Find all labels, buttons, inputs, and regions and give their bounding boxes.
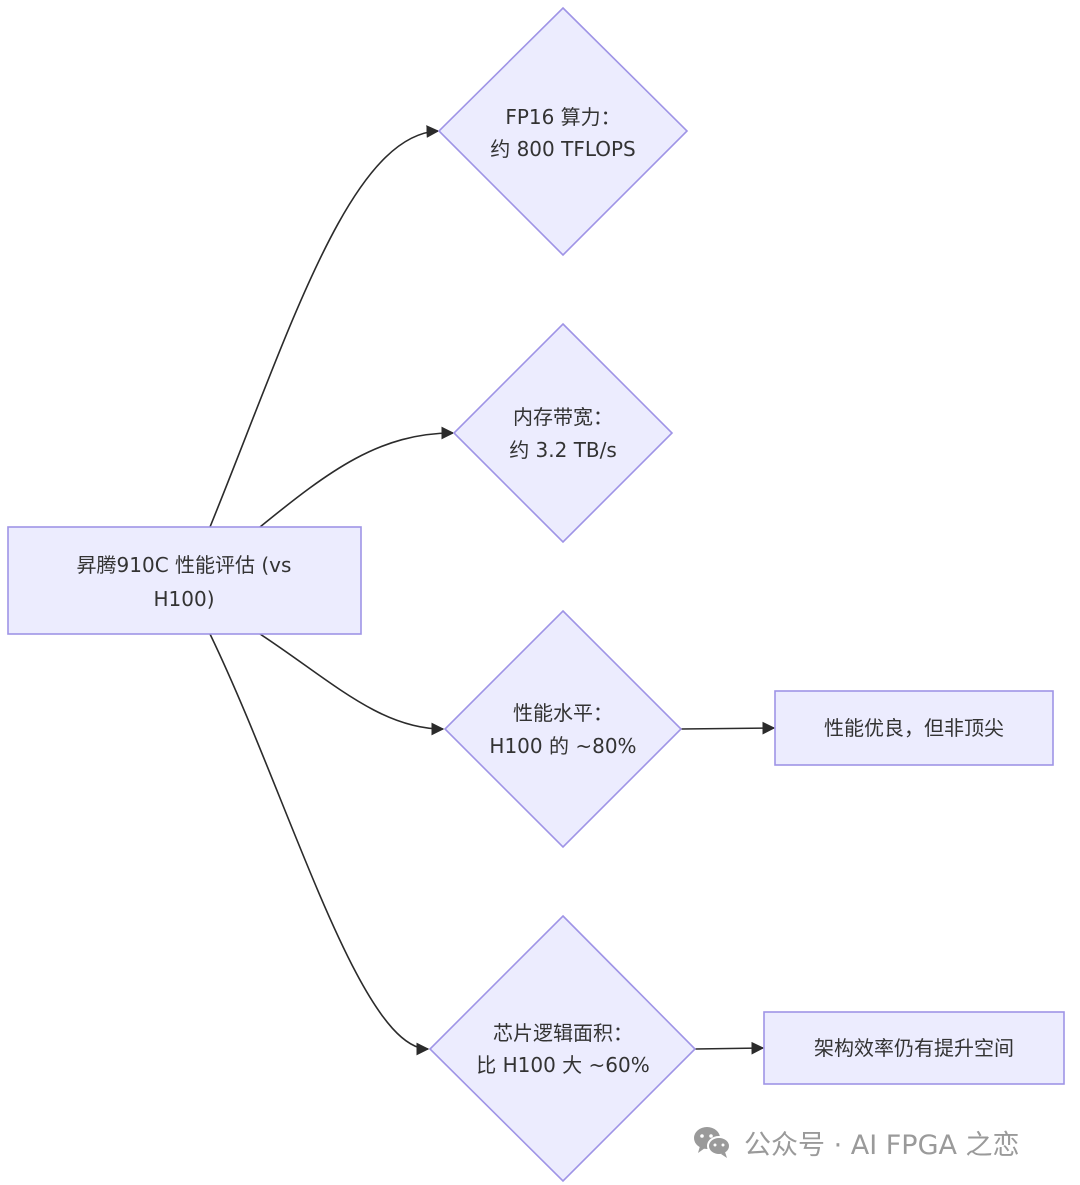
performance-level-node-line-2: H100 的 ~80% (489, 734, 636, 758)
edge-root-to-fp16 (209, 125, 440, 528)
watermark-text: 公众号 · AI FPGA 之恋 (744, 1129, 1020, 1161)
memory-bandwidth-decision-node: 内存带宽： 约 3.2 TB/s (452, 322, 674, 544)
edge-root-to-memory (259, 426, 455, 528)
root-node-line-2: H100) (153, 587, 214, 611)
root-node: 昇腾910C 性能评估 (vs H100) (7, 526, 362, 635)
memory-bandwidth-node-line-1: 内存带宽： (513, 405, 613, 429)
root-node-line-1: 昇腾910C 性能评估 (vs (77, 553, 292, 577)
watermark: 公众号 · AI FPGA 之恋 (692, 1122, 1020, 1162)
performance-conclusion-node: 性能优良，但非顶尖 (774, 690, 1054, 766)
fp16-decision-node: FP16 算力： 约 800 TFLOPS (437, 6, 689, 257)
performance-level-node-line-1: 性能水平： (513, 701, 613, 725)
fp16-node-line-2: 约 800 TFLOPS (490, 137, 636, 161)
memory-bandwidth-diamond (452, 322, 674, 544)
chip-area-decision-node: 芯片逻辑面积： 比 H100 大 ~60% (428, 914, 697, 1183)
chip-area-diamond (428, 914, 697, 1183)
edge-root-to-performance (259, 633, 445, 736)
chip-area-node-line-1: 芯片逻辑面积： (493, 1021, 633, 1045)
edge-area-to-conclusion (694, 1041, 765, 1055)
fp16-node-line-1: FP16 算力： (505, 105, 620, 129)
root-node-box (7, 526, 362, 635)
performance-conclusion-text: 性能优良，但非顶尖 (824, 716, 1004, 740)
performance-level-decision-node: 性能水平： H100 的 ~80% (443, 609, 683, 849)
area-conclusion-node: 架构效率仍有提升空间 (763, 1011, 1065, 1085)
area-conclusion-box (763, 1011, 1065, 1085)
chip-area-node-line-2: 比 H100 大 ~60% (476, 1053, 650, 1077)
area-conclusion-text: 架构效率仍有提升空间 (814, 1036, 1014, 1060)
edge-root-to-area (209, 633, 430, 1056)
wechat-icon (694, 1127, 731, 1158)
performance-conclusion-box (774, 690, 1054, 766)
fp16-diamond (437, 6, 689, 257)
memory-bandwidth-node-line-2: 约 3.2 TB/s (509, 438, 617, 462)
edge-performance-to-conclusion (680, 721, 776, 735)
performance-level-diamond (443, 609, 683, 849)
